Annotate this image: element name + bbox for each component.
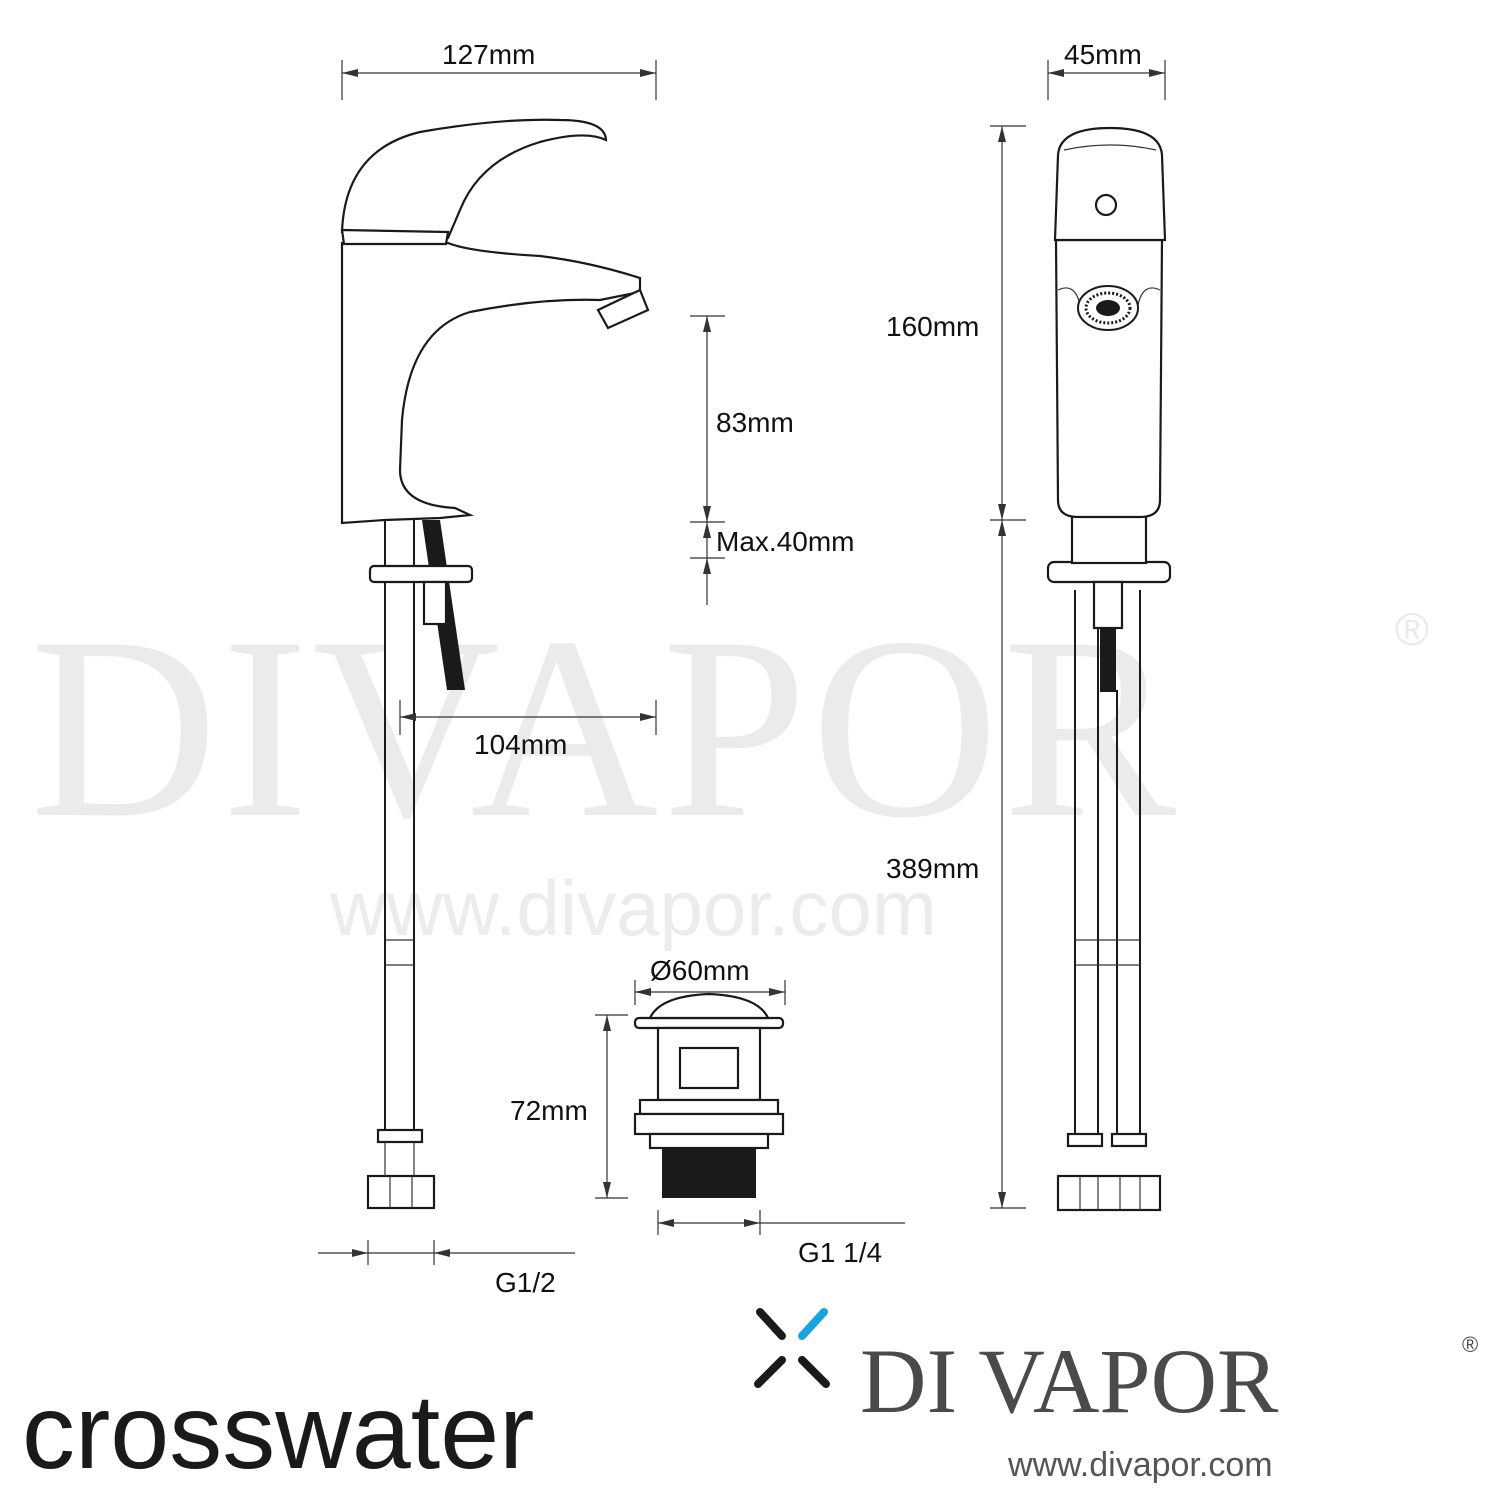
front-view-drawing xyxy=(1046,126,1172,1212)
dim-spout-height-label: 83mm xyxy=(716,407,794,438)
dim-deck-thickness: Max.40mm xyxy=(690,521,854,605)
dim-total-width-label: 127mm xyxy=(442,39,535,70)
dim-body-depth: 45mm xyxy=(1047,39,1166,100)
waste-drawing xyxy=(633,992,785,1198)
front-hose-nuts xyxy=(1056,1174,1162,1212)
side-lever-handle xyxy=(340,118,608,240)
watermark: DIVAPOR ® www.divapor.com xyxy=(30,584,1429,952)
dim-tap-height-label: 160mm xyxy=(886,311,979,342)
waste-cap-plate xyxy=(633,1016,785,1030)
side-washer xyxy=(368,564,474,584)
front-washer xyxy=(1046,560,1172,584)
waste-thread xyxy=(662,1148,756,1198)
dim-waste-height: 72mm xyxy=(510,1014,628,1199)
dim-spout-height: 83mm xyxy=(690,315,794,522)
dim-waste-height-label: 72mm xyxy=(510,1095,588,1126)
dim-body-depth-label: 45mm xyxy=(1064,39,1142,70)
dim-hose-thread-label: G1/2 xyxy=(495,1267,556,1298)
side-view-drawing xyxy=(340,118,650,1210)
side-aerator xyxy=(596,288,650,330)
waste-slot xyxy=(678,1046,740,1090)
dim-total-width: 127mm xyxy=(341,39,657,100)
dim-hose-thread: G1/2 xyxy=(318,1240,575,1298)
front-lever-indicator xyxy=(1094,193,1118,217)
watermark-url: www.divapor.com xyxy=(329,864,937,952)
waste-washer xyxy=(633,1112,785,1136)
side-lever-base xyxy=(340,228,450,246)
dim-spout-reach: 104mm xyxy=(399,700,657,760)
front-base-collar xyxy=(1070,513,1148,565)
dim-front-heights: 160mm 389mm xyxy=(886,125,1026,1209)
dim-waste-diameter-label: Ø60mm xyxy=(650,955,750,986)
front-nut xyxy=(1092,580,1124,630)
front-tap-body xyxy=(1054,238,1164,519)
watermark-brand: DIVAPOR xyxy=(30,584,1180,872)
side-tap-body xyxy=(340,241,642,525)
divapor-registered-mark: ® xyxy=(1462,1332,1478,1357)
dim-waste-thread-label: G1 1/4 xyxy=(798,1237,882,1268)
divapor-logo: DI VAPOR ® www.divapor.com xyxy=(860,1330,1478,1484)
crosswater-logo: crosswater xyxy=(22,1308,830,1491)
waste-dome xyxy=(648,992,770,1020)
waste-flange xyxy=(638,1098,780,1116)
dim-hose-length-label: 389mm xyxy=(886,853,979,884)
dim-waste-thread: G1 1/4 xyxy=(657,1210,905,1268)
divapor-url: www.divapor.com xyxy=(1007,1446,1273,1484)
watermark-registered-mark: ® xyxy=(1395,603,1429,655)
divapor-wordmark: DI VAPOR xyxy=(860,1330,1279,1432)
dim-waste-diameter: Ø60mm xyxy=(634,955,786,1005)
crosswater-wordmark: crosswater xyxy=(22,1373,534,1491)
front-lever-handle xyxy=(1053,126,1167,242)
crosswater-x-mark xyxy=(756,1308,786,1340)
crosswater-accent-stroke xyxy=(798,1308,828,1340)
dim-deck-thickness-label: Max.40mm xyxy=(716,526,854,557)
side-nut xyxy=(422,580,448,626)
side-hose-ferrule xyxy=(376,1128,424,1144)
side-hose-nut xyxy=(366,1174,436,1210)
dim-spout-reach-label: 104mm xyxy=(474,729,567,760)
